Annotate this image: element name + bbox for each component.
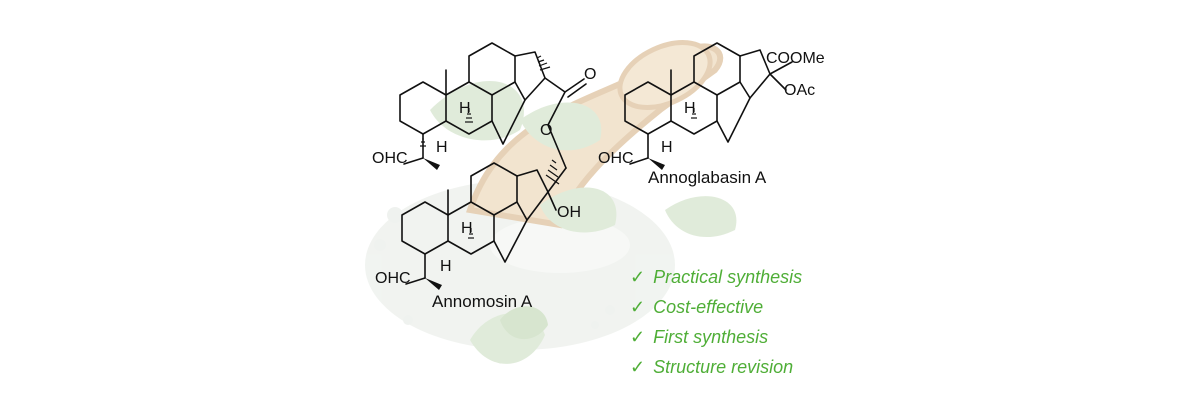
highlight-text: Cost-effective (653, 297, 764, 317)
highlight-item: ✓ Cost-effective (630, 292, 802, 322)
compound-name-annoglabasin: Annoglabasin A (648, 168, 767, 187)
highlight-item: ✓ Practical synthesis (630, 262, 802, 292)
ring-b-lower (447, 201, 495, 255)
h-label: H (459, 100, 471, 117)
ohc-label: OHC (372, 150, 408, 167)
highlight-text: Practical synthesis (653, 267, 803, 287)
oac-label: OAc (784, 82, 816, 99)
compound-name-annomosin: Annomosin A (432, 292, 533, 311)
ring-c-upper (468, 42, 516, 96)
h-label: H (661, 139, 673, 156)
h-label: H (440, 258, 452, 275)
oh-label: OH (557, 204, 581, 221)
cooMe-label: COOMe (766, 50, 825, 67)
basil-leaf (540, 187, 617, 233)
ring-b-upper (445, 81, 493, 135)
check-icon: ✓ (630, 357, 646, 377)
highlights-list: ✓ Practical synthesis ✓ Cost-effective ✓ Fi… (630, 262, 802, 382)
check-icon: ✓ (630, 297, 646, 317)
molecule-bonds (399, 42, 793, 285)
h-label: H (684, 100, 696, 117)
highlight-text: First synthesis (653, 327, 769, 347)
ohc-label: OHC (375, 270, 411, 287)
basil-leaf (665, 196, 737, 238)
ring-c-lower (470, 162, 518, 216)
highlight-text: Structure revision (653, 357, 794, 377)
check-icon: ✓ (630, 267, 646, 287)
ring-b-right (670, 81, 718, 135)
h-label: H (461, 220, 473, 237)
basil-leaf (520, 102, 602, 151)
ring-d-upper (514, 51, 546, 101)
ring-c-right (693, 42, 741, 96)
highlight-item: ✓ Structure revision (630, 352, 802, 382)
ohc-label: OHC (598, 150, 634, 167)
background-decoration (365, 40, 737, 364)
check-icon: ✓ (630, 327, 646, 347)
wedge-bonds (423, 158, 665, 290)
o-carbonyl-label: O (584, 66, 597, 83)
h-label: H (436, 139, 448, 156)
highlight-item: ✓ First synthesis (630, 322, 802, 352)
o-ester-label: O (540, 122, 553, 139)
hash-bonds (420, 55, 697, 239)
